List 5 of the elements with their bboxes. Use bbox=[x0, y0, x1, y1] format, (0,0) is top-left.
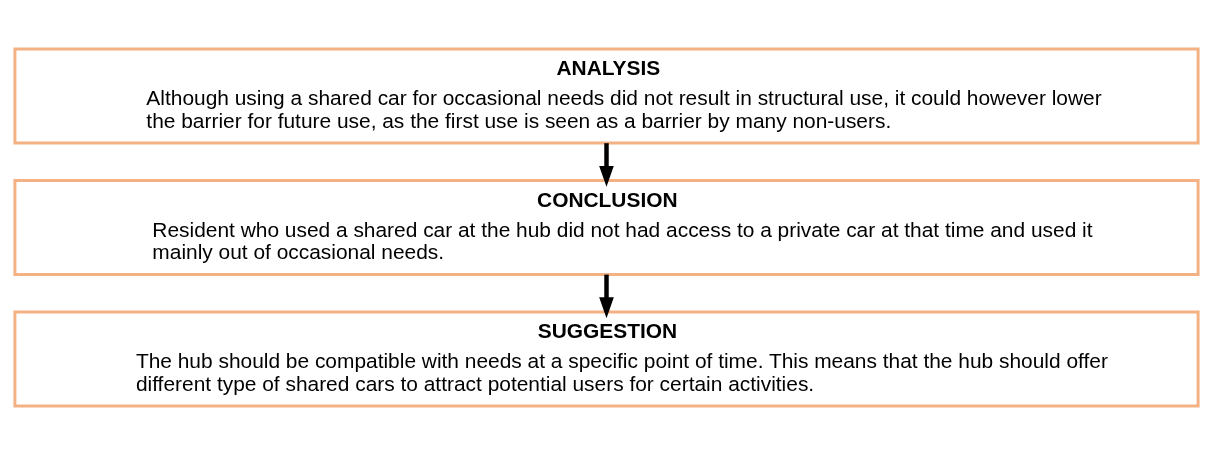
node-box: CONCLUSION Resident who used a shared car at the hub did not had access to a private car at that time and used it mainly out of occasional needs. bbox=[13, 178, 1200, 277]
arrow bbox=[599, 274, 614, 319]
arrow bbox=[599, 143, 614, 187]
node-box: SUGGESTION The hub should be compatible with needs at a specific point of time. This means that the hub should offer different type of shared cars to attract potential users for certain activities. bbox=[13, 310, 1200, 408]
node-box: ANALYSIS Although using a shared car for occasional needs did not result in structural use, it could however lower the barrier for future use, as the first use is seen as a barrier by many non-users. bbox=[13, 47, 1200, 145]
